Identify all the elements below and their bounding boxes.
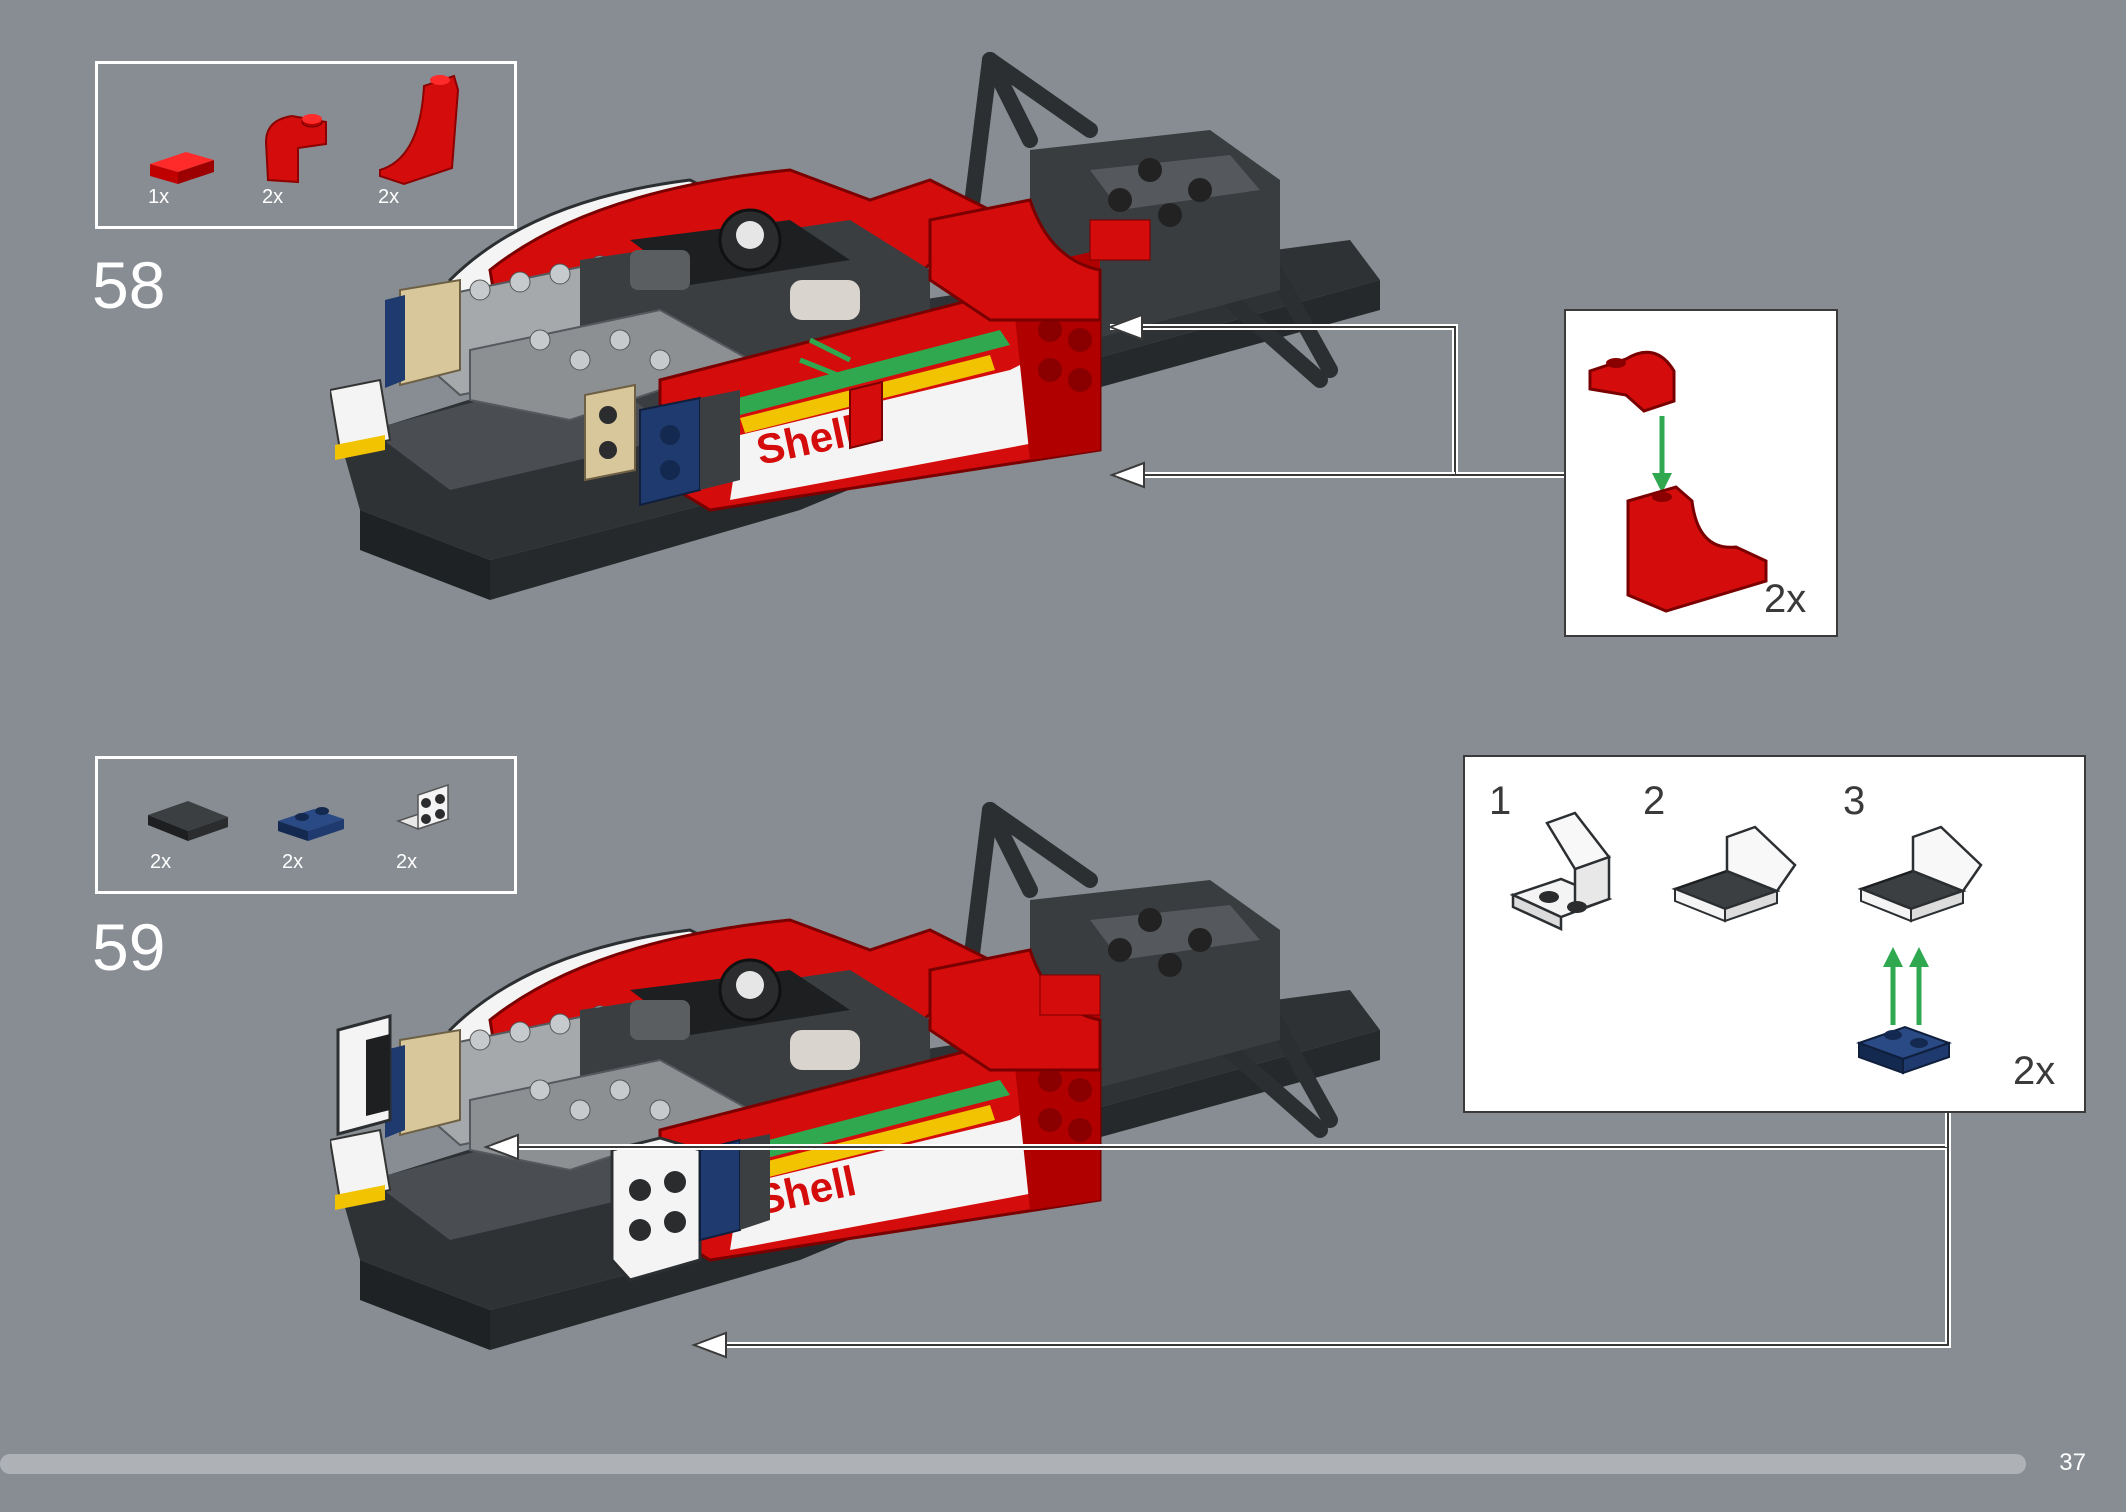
- part-qty: 2x: [262, 186, 284, 208]
- blue-tile-front: [639, 390, 740, 507]
- gray-plates-center: [469, 308, 753, 422]
- new-red-tile-placement: [799, 337, 883, 450]
- front-white-light: [330, 378, 392, 460]
- white-bracket-icon: [395, 783, 451, 831]
- step-58-parts-list: 1x 2x 2x: [95, 61, 517, 229]
- part-qty: 2x: [396, 851, 418, 873]
- car-model-step-59: Shell: [330, 802, 1380, 1350]
- page-number: 37: [2059, 1449, 2086, 1476]
- red-tile-1x2-icon: [150, 152, 214, 184]
- new-white-bracket-front: [610, 1136, 702, 1282]
- white-bracket-icon: [1509, 811, 1613, 931]
- car-model-step-58: Shell: [330, 52, 1380, 600]
- substep-number: 3: [1843, 779, 1866, 823]
- part-qty: 2x: [282, 851, 304, 873]
- step-58-subassembly-callout: 2x: [1564, 309, 1838, 637]
- callout-qty: 2x: [2013, 1049, 2056, 1093]
- red-curved-slope-icon: [1626, 485, 1768, 613]
- blue-plate-1x2-icon: [278, 807, 344, 841]
- page-progress-bar: [0, 1454, 2026, 1474]
- step-59-parts-list: 2x 2x 2x: [95, 756, 517, 894]
- new-white-bracket-rear-left: [336, 1014, 392, 1136]
- substep-number: 2: [1643, 779, 1666, 823]
- tan-bricks-front: [584, 383, 636, 482]
- green-arrow-icon: [1652, 416, 1672, 493]
- black-tile-on-bracket-icon: [1671, 825, 1797, 923]
- part-qty: 2x: [150, 851, 172, 873]
- blue-plate-1x2-icon: [1856, 1025, 1952, 1075]
- black-tile-on-bracket-icon: [1857, 825, 1983, 923]
- step-number: 58: [92, 248, 166, 322]
- step-number: 59: [92, 910, 166, 984]
- front-white-light: [330, 1128, 392, 1210]
- step-59-subassembly-callout: 1 2 3: [1463, 755, 2086, 1113]
- part-qty: 1x: [148, 186, 170, 208]
- substep-number: 1: [1489, 779, 1512, 823]
- green-arrow-icon: [1883, 947, 1929, 1025]
- red-bracket-icon: [264, 114, 327, 184]
- red-arch-right: [928, 198, 1151, 322]
- gray-plates-center: [469, 1058, 753, 1172]
- callout-qty: 2x: [1764, 577, 1807, 621]
- black-tile-2x2-icon: [148, 801, 228, 841]
- part-qty: 2x: [378, 186, 400, 208]
- red-curved-slope-icon: [379, 74, 460, 186]
- red-arch-right: [928, 948, 1102, 1072]
- red-bracket-icon: [1588, 350, 1676, 413]
